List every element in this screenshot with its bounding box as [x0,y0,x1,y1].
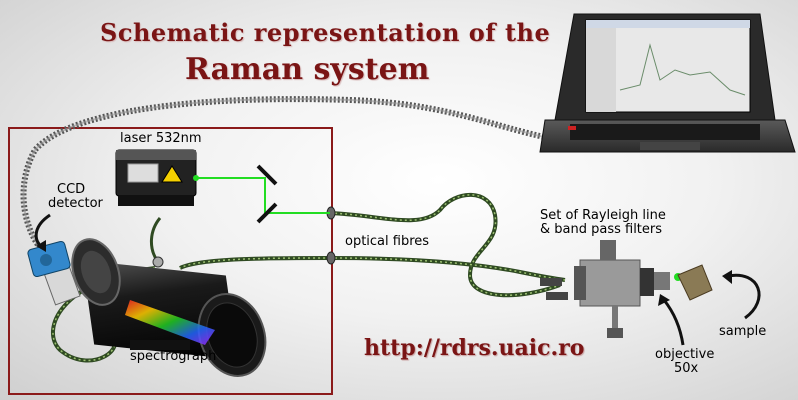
laser-beam [195,177,330,214]
laser-device [115,149,199,206]
probe-head [540,240,682,338]
ccd-label-line2: detector [48,196,103,211]
optical-fibre-upper [329,192,561,298]
usb-cable [20,96,561,250]
optical-fibre-lower [329,256,566,282]
sample-label: sample [719,324,767,339]
laser-label: laser 532nm [120,131,202,146]
mirror-upper [256,164,278,186]
filters-label-line1: Set of Rayleigh line [540,208,666,223]
spectrograph-device [41,238,267,377]
fibre-connector-lower [326,251,336,265]
mirror-lower [256,202,278,224]
sample-arrow [727,273,761,320]
laptop [539,13,796,153]
title-line1: Schematic representation of the [100,18,551,47]
objective-label-line1: objective [655,347,715,362]
objective-arrow [662,299,685,346]
title-line2: Raman system [185,52,430,87]
sample [677,264,713,301]
objective-label-line2: 50x [674,361,699,376]
website-url: http://rdrs.uaic.ro [364,335,585,361]
ccd-label-line1: CCD [57,182,86,197]
ccd-detector [27,240,71,278]
filters-label-line2: & band pass filters [540,222,663,237]
spectrograph-label: spectrograph [130,349,217,364]
optical-fibres-label: optical fibres [345,234,430,249]
